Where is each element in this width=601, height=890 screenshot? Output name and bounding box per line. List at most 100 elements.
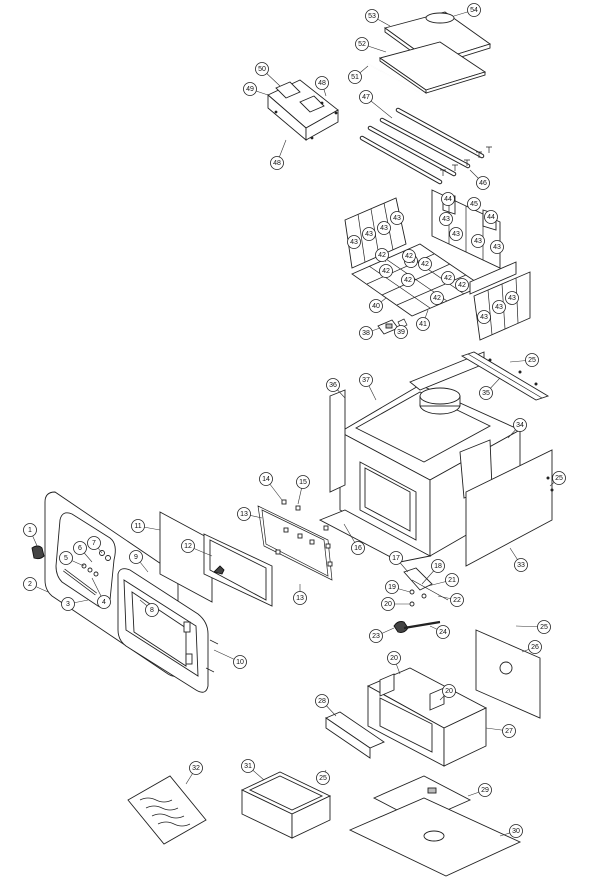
callout-circle <box>505 291 519 305</box>
baffle-board-middle <box>378 41 487 94</box>
callout-circle <box>381 597 395 611</box>
callout-number: 40 <box>372 303 380 310</box>
pedestal-back-plate <box>475 629 541 719</box>
callout-number: 43 <box>495 304 503 311</box>
callout-43: 43 <box>347 235 361 249</box>
heat-shield-bracket <box>267 79 339 141</box>
callout-number: 33 <box>517 562 525 569</box>
callout-number: 13 <box>296 595 304 602</box>
callout-number: 14 <box>262 476 270 483</box>
callout-46: 46 <box>476 176 490 190</box>
callout-38: 38 <box>359 326 373 340</box>
callout-49: 49 <box>243 82 257 96</box>
callout-30: 30 <box>509 824 523 838</box>
callout-number: 1 <box>28 527 32 534</box>
callout-35: 35 <box>479 386 493 400</box>
callout-6: 6 <box>73 541 87 555</box>
callout-circle <box>490 240 504 254</box>
callout-number: 42 <box>405 253 413 260</box>
callout-3: 3 <box>61 597 75 611</box>
callout-47: 47 <box>359 90 373 104</box>
callout-28: 28 <box>315 694 329 708</box>
callout-42: 42 <box>401 273 415 287</box>
callout-number: 26 <box>531 644 539 651</box>
callout-number: 54 <box>470 7 478 14</box>
callout-circle <box>445 573 459 587</box>
callout-number: 43 <box>350 239 358 246</box>
callout-circle <box>513 418 527 432</box>
callout-number: 22 <box>453 597 461 604</box>
callout-circle <box>326 378 340 392</box>
callout-number: 43 <box>493 244 501 251</box>
callout-43: 43 <box>477 310 491 324</box>
callout-20: 20 <box>387 651 401 665</box>
callout-circle <box>484 210 498 224</box>
callout-circle <box>351 541 365 555</box>
callout-42: 42 <box>402 249 416 263</box>
callout-5: 5 <box>59 551 73 565</box>
callout-12: 12 <box>181 539 195 553</box>
callout-circle <box>97 595 111 609</box>
callout-number: 20 <box>445 688 453 695</box>
callout-number: 17 <box>392 555 400 562</box>
callout-25: 25 <box>525 353 539 367</box>
callout-circle <box>359 90 373 104</box>
callout-circle <box>377 221 391 235</box>
callout-48: 48 <box>270 156 284 170</box>
callout-number: 50 <box>258 66 266 73</box>
callout-circle <box>387 651 401 665</box>
callout-circle <box>129 550 143 564</box>
callout-circle <box>431 559 445 573</box>
callout-number: 23 <box>372 633 380 640</box>
callout-24: 24 <box>436 625 450 639</box>
callout-33: 33 <box>514 558 528 572</box>
callout-50: 50 <box>255 62 269 76</box>
callout-13: 13 <box>293 591 307 605</box>
callout-25: 25 <box>316 771 330 785</box>
callout-circle <box>369 299 383 313</box>
callout-number: 20 <box>390 655 398 662</box>
callout-number: 48 <box>273 160 281 167</box>
callout-circle <box>315 694 329 708</box>
callout-circle <box>552 471 566 485</box>
callout-circle <box>237 507 251 521</box>
callout-number: 7 <box>92 540 96 547</box>
callout-43: 43 <box>362 227 376 241</box>
callout-42: 42 <box>441 271 455 285</box>
callout-26: 26 <box>528 640 542 654</box>
callout-circle <box>418 257 432 271</box>
callout-circle <box>355 37 369 51</box>
callout-42: 42 <box>418 257 432 271</box>
callout-circle <box>430 291 444 305</box>
callout-13: 13 <box>237 507 251 521</box>
callout-11: 11 <box>131 519 145 533</box>
callout-44: 44 <box>484 210 498 224</box>
callout-number: 43 <box>365 231 373 238</box>
callout-number: 25 <box>319 775 327 782</box>
callout-circle <box>467 197 481 211</box>
callout-number: 27 <box>505 728 513 735</box>
callout-8: 8 <box>145 603 159 617</box>
callout-circle <box>401 273 415 287</box>
callout-circle <box>259 472 273 486</box>
callout-number: 18 <box>434 563 442 570</box>
callout-number: 52 <box>358 41 366 48</box>
door-glass <box>159 511 213 603</box>
callout-circle <box>59 551 73 565</box>
callout-32: 32 <box>189 761 203 775</box>
callout-43: 43 <box>505 291 519 305</box>
callout-43: 43 <box>390 211 404 225</box>
callout-34: 34 <box>513 418 527 432</box>
door-frame <box>117 568 209 693</box>
callout-circle <box>369 629 383 643</box>
callout-2: 2 <box>23 577 37 591</box>
callout-43: 43 <box>377 221 391 235</box>
callout-number: 43 <box>452 231 460 238</box>
callout-circle <box>416 317 430 331</box>
callout-27: 27 <box>502 724 516 738</box>
callout-42: 42 <box>375 248 389 262</box>
callout-number: 2 <box>28 581 32 588</box>
callout-circle <box>528 640 542 654</box>
callout-number: 43 <box>474 238 482 245</box>
